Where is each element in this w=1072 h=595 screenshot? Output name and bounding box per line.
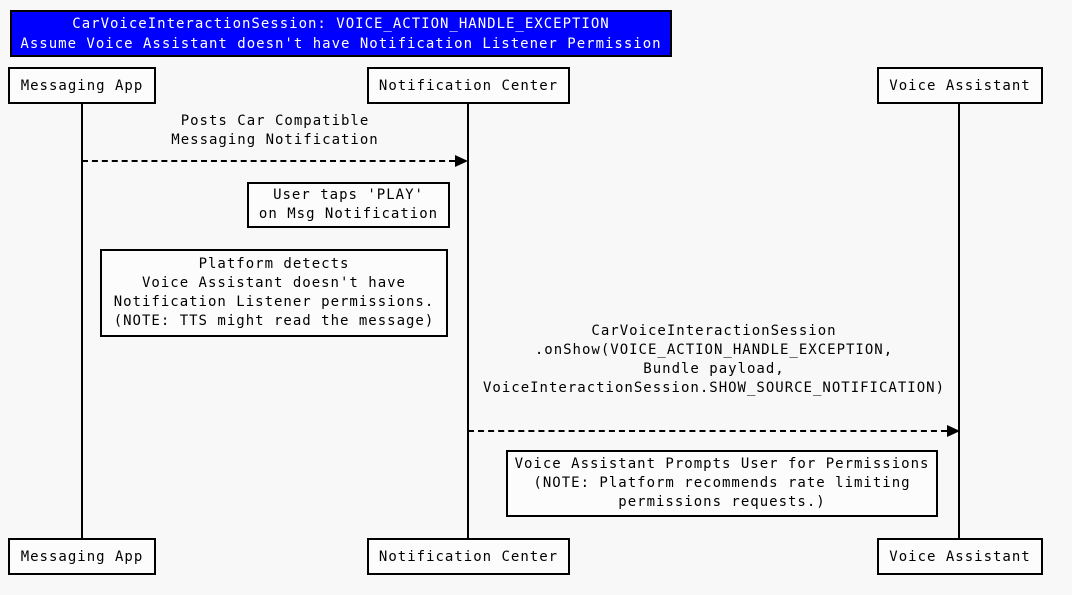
message-2-arrow <box>468 430 947 432</box>
lifeline-messaging-app <box>81 104 83 538</box>
participant-label: Messaging App <box>20 77 144 94</box>
title-banner: CarVoiceInteractionSession: VOICE_ACTION… <box>10 10 672 57</box>
participant-box-notification-center-bottom: Notification Center <box>367 538 570 575</box>
message-1-label-line-2: Messaging Notification <box>171 132 379 148</box>
note-line: (NOTE: TTS might read the message) <box>113 313 435 329</box>
note-line: User taps 'PLAY' <box>273 187 424 203</box>
note-line: on Msg Notification <box>258 206 439 222</box>
participant-label: Voice Assistant <box>889 77 1031 94</box>
note-voice-assistant-prompts: Voice Assistant Prompts User for Permiss… <box>506 450 938 517</box>
message-2-label-line-2: .onShow(VOICE_ACTION_HANDLE_EXCEPTION, <box>534 342 894 358</box>
note-line: permissions requests.) <box>618 494 826 510</box>
message-1-label-line-1: Posts Car Compatible <box>180 113 370 129</box>
title-line-1: CarVoiceInteractionSession: VOICE_ACTION… <box>72 15 610 32</box>
message-1-arrowhead-icon <box>455 155 468 167</box>
note-line: (NOTE: Platform recommends rate limiting <box>533 475 911 491</box>
participant-label: Notification Center <box>378 548 559 565</box>
participant-label: Voice Assistant <box>889 548 1031 565</box>
participant-box-messaging-app-bottom: Messaging App <box>8 538 156 575</box>
message-2-label: CarVoiceInteractionSession .onShow(VOICE… <box>468 322 960 398</box>
message-1-label: Posts Car Compatible Messaging Notificat… <box>82 112 468 150</box>
participant-label: Messaging App <box>20 548 144 565</box>
participant-box-messaging-app-top: Messaging App <box>8 67 156 104</box>
note-user-taps-play: User taps 'PLAY' on Msg Notification <box>247 182 450 228</box>
message-2-arrowhead-icon <box>947 425 960 437</box>
message-2-label-line-4: VoiceInteractionSession.SHOW_SOURCE_NOTI… <box>482 380 945 396</box>
lifeline-notification-center <box>467 104 469 538</box>
note-line: Notification Listener permissions. <box>113 294 435 310</box>
participant-box-voice-assistant-top: Voice Assistant <box>877 67 1043 104</box>
lifeline-voice-assistant <box>958 104 960 538</box>
participant-label: Notification Center <box>378 77 559 94</box>
note-line: Voice Assistant Prompts User for Permiss… <box>514 456 930 472</box>
message-2-label-line-1: CarVoiceInteractionSession <box>591 323 837 339</box>
message-1-arrow <box>82 160 455 162</box>
participant-box-voice-assistant-bottom: Voice Assistant <box>877 538 1043 575</box>
note-line: Platform detects <box>198 256 350 272</box>
title-line-2: Assume Voice Assistant doesn't have Noti… <box>20 35 662 52</box>
note-line: Voice Assistant doesn't have <box>141 275 406 291</box>
message-2-label-line-3: Bundle payload, <box>643 361 785 377</box>
note-platform-detects: Platform detects Voice Assistant doesn't… <box>100 249 448 337</box>
participant-box-notification-center-top: Notification Center <box>367 67 570 104</box>
